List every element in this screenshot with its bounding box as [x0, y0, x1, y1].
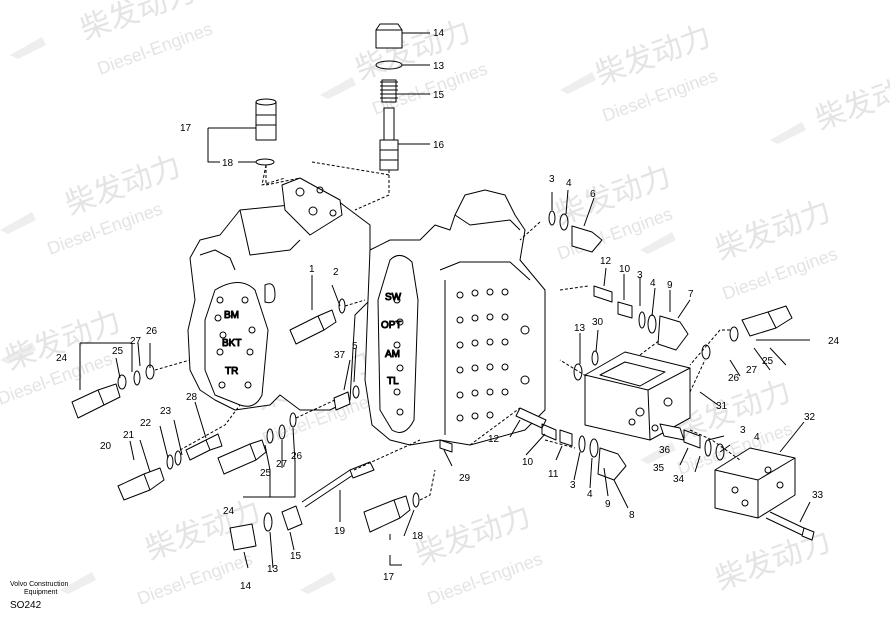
- callout-13: 13: [433, 61, 445, 72]
- port-label: TL: [387, 376, 399, 387]
- callout-18: 18: [412, 531, 424, 542]
- callout-3: 3: [549, 174, 555, 185]
- callout-17: 17: [180, 123, 192, 134]
- callout-3: 3: [570, 480, 576, 491]
- callout-26: 26: [291, 451, 303, 462]
- watermark-cn: 柴发动力: [711, 525, 835, 597]
- callout-5: 5: [352, 341, 358, 352]
- top-relief-valve: [375, 23, 403, 171]
- callout-15: 15: [433, 90, 445, 101]
- callout-10: 10: [619, 264, 631, 275]
- callout-3: 3: [637, 270, 643, 281]
- callout-4: 4: [566, 178, 572, 189]
- callout-30: 30: [592, 317, 604, 328]
- end-cover-31: [584, 351, 691, 441]
- port-label: SW: [385, 292, 402, 303]
- port-label: OPT: [381, 320, 402, 331]
- callout-14: 14: [433, 28, 445, 39]
- port-label: BKT: [222, 338, 241, 349]
- port-label: BM: [224, 310, 239, 321]
- callout-2: 2: [333, 267, 339, 278]
- bolt-33: [765, 511, 815, 541]
- callout-25: 25: [260, 468, 272, 479]
- callout-labels: 14 13 15 16 17 18 1 2 24 25 27 26 28 23 …: [56, 28, 840, 592]
- callout-7: 7: [688, 289, 694, 300]
- main-valve-block: SW OPT AM TL: [364, 189, 546, 446]
- callout-26: 26: [146, 326, 158, 337]
- callout-36: 36: [659, 445, 671, 456]
- left-valve-24: [71, 364, 155, 419]
- callout-28: 28: [186, 392, 198, 403]
- callout-22: 22: [140, 418, 152, 429]
- callout-9: 9: [605, 499, 611, 510]
- middle-valve-1: [289, 298, 346, 345]
- diagram-code: SO242: [10, 600, 42, 611]
- callout-37: 37: [334, 350, 346, 361]
- callout-24: 24: [56, 353, 68, 364]
- callout-1: 1: [309, 264, 315, 275]
- spool-19: [229, 461, 420, 551]
- callout-12: 12: [488, 434, 500, 445]
- stamp-line1: Volvo Construction: [10, 581, 69, 588]
- left-valve-block: BM BKT TR: [187, 177, 371, 411]
- alignment-lines: [154, 161, 741, 501]
- watermark-cn: 柴发动力: [811, 65, 890, 137]
- callout-3: 3: [740, 425, 746, 436]
- callout-27: 27: [130, 336, 142, 347]
- callout-32: 32: [804, 412, 816, 423]
- callout-26: 26: [728, 373, 740, 384]
- title-stamp: Volvo Construction Equipment SO242: [10, 581, 68, 611]
- callout-11: 11: [548, 469, 559, 480]
- port-label: TR: [225, 366, 238, 377]
- drawing-linework: BM BKT TR SW OPT AM TL: [71, 23, 815, 569]
- callout-29: 29: [459, 473, 471, 484]
- callout-8: 8: [629, 510, 635, 521]
- callout-9: 9: [667, 280, 673, 291]
- bottom-valve-24: [217, 412, 297, 475]
- leader-lines: [79, 32, 811, 569]
- callout-27: 27: [746, 365, 758, 376]
- callout-21: 21: [123, 430, 135, 441]
- callout-4: 4: [650, 278, 656, 289]
- callout-4: 4: [754, 432, 760, 443]
- stamp-line2: Equipment: [24, 589, 58, 596]
- callout-33: 33: [812, 490, 824, 501]
- callout-6: 6: [590, 189, 596, 200]
- callout-25: 25: [762, 356, 774, 367]
- callout-14: 14: [240, 581, 252, 592]
- callout-34: 34: [673, 474, 685, 485]
- port-label: AM: [385, 349, 400, 360]
- callout-24: 24: [223, 506, 235, 517]
- callout-4: 4: [587, 489, 593, 500]
- callout-17: 17: [383, 572, 395, 583]
- callout-13: 13: [574, 323, 586, 334]
- callout-20: 20: [100, 441, 112, 452]
- callout-18: 18: [222, 158, 234, 169]
- callout-31: 31: [716, 401, 728, 412]
- callout-35: 35: [653, 463, 665, 474]
- parts-20-28: [117, 433, 223, 501]
- callout-24: 24: [828, 336, 840, 347]
- callout-25: 25: [112, 346, 124, 357]
- callout-10: 10: [522, 457, 534, 468]
- callout-27: 27: [276, 459, 288, 470]
- callout-12: 12: [600, 256, 612, 267]
- callout-23: 23: [160, 406, 172, 417]
- callout-19: 19: [334, 526, 346, 537]
- callout-13: 13: [267, 564, 279, 575]
- callout-16: 16: [433, 140, 445, 151]
- callout-15: 15: [290, 551, 302, 562]
- right-valves: [333, 210, 793, 481]
- top-left-valve: [255, 98, 277, 166]
- cover-block-32: [714, 447, 796, 519]
